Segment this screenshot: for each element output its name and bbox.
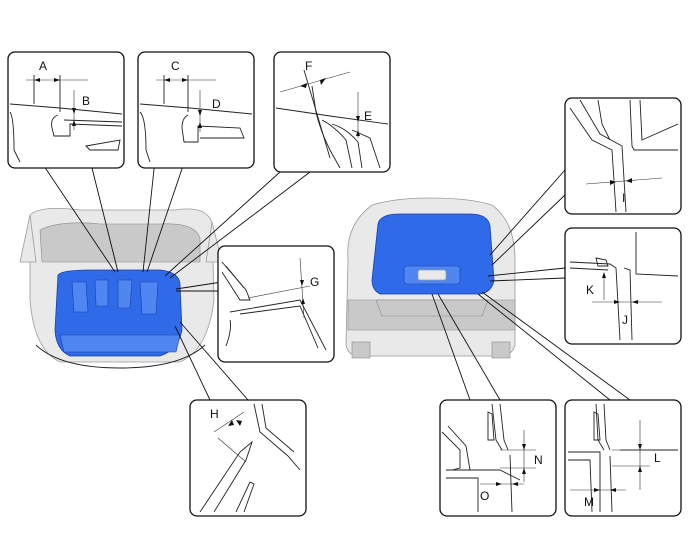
- detail-box-g: G: [217, 245, 335, 363]
- detail-box-ab: A B: [7, 51, 125, 169]
- callout-lines: [39, 159, 631, 401]
- label-k: K: [586, 283, 594, 297]
- label-h: H: [210, 407, 219, 421]
- detail-box-h: H: [189, 399, 307, 517]
- rear-vehicle-view: [345, 197, 516, 359]
- label-e: E: [364, 109, 372, 123]
- label-m: M: [584, 495, 594, 509]
- label-j: J: [622, 313, 628, 327]
- label-l: L: [654, 451, 661, 465]
- detail-box-cd: C D: [137, 51, 255, 169]
- label-d: D: [212, 97, 221, 111]
- label-c: C: [171, 59, 180, 73]
- detail-box-lm: L M: [564, 399, 682, 517]
- detail-box-jk: K J: [564, 227, 682, 345]
- back-door-highlight: [371, 213, 495, 295]
- label-o: O: [480, 489, 489, 503]
- detail-box-ef: F E: [273, 51, 391, 173]
- label-i: I: [622, 191, 625, 205]
- label-g: G: [310, 275, 319, 289]
- detail-box-i: I: [564, 97, 682, 215]
- detail-box-no: N O: [439, 399, 557, 517]
- label-n: N: [534, 453, 543, 467]
- label-a: A: [39, 59, 47, 73]
- label-b: B: [82, 94, 90, 108]
- front-vehicle-view: [19, 207, 223, 369]
- label-f: F: [305, 59, 312, 73]
